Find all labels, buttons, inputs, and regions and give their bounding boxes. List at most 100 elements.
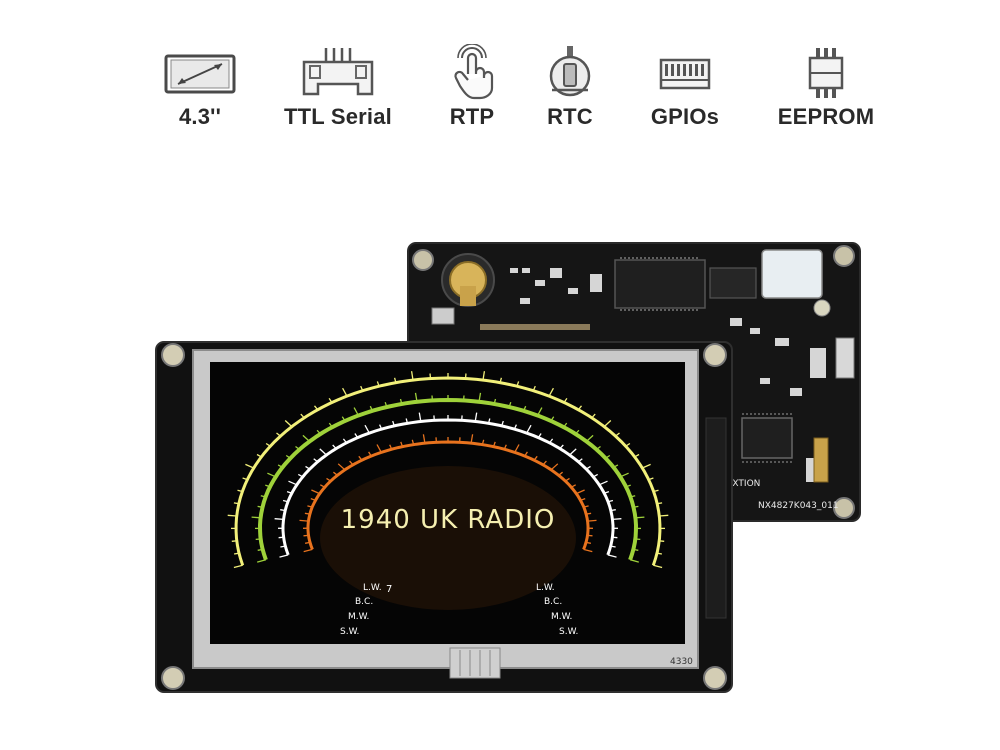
dial-tick	[233, 502, 239, 505]
dial-tick	[242, 477, 248, 481]
dial-tick	[393, 377, 397, 383]
band-labels: L.W. B.C. M.W. S.W. 7 L.W. B.C. M.W. S.W…	[340, 583, 578, 637]
dial-tick	[585, 541, 592, 544]
dial-tick	[575, 429, 580, 435]
dial-tick	[470, 434, 474, 444]
dial-tick	[580, 497, 586, 501]
screen-size-icon	[164, 54, 236, 94]
dial-tick	[478, 392, 482, 402]
dial-tick	[548, 387, 554, 397]
dial-tick	[607, 499, 614, 503]
feature-label-eeprom: EEPROM	[777, 104, 875, 129]
dial-tick	[577, 458, 583, 463]
dial-tick	[576, 489, 585, 495]
dial-tick	[537, 433, 542, 438]
dial-tick	[278, 536, 284, 539]
dial-tick	[245, 463, 254, 469]
dial-tick	[532, 385, 536, 391]
band-label-bc-right: B.C.	[544, 597, 562, 607]
dial-tick	[596, 445, 601, 451]
dial-tick	[612, 518, 622, 521]
dial-tick	[237, 489, 243, 493]
feature-label-ttl-serial: TTL Serial	[284, 104, 392, 129]
dial-tick	[499, 377, 503, 383]
dial-tick	[501, 420, 504, 427]
dial-tick	[257, 548, 263, 551]
dial-tick	[342, 387, 348, 397]
dial-tick	[659, 514, 669, 517]
serial-connector-icon	[302, 48, 374, 96]
ffc-connector	[835, 337, 855, 379]
dial-tick	[337, 463, 346, 471]
dial-tick	[414, 392, 418, 402]
dial-tick	[316, 429, 321, 435]
dial-tick	[610, 545, 616, 548]
dial-tick	[550, 463, 559, 471]
dial-tick	[260, 495, 266, 498]
dial-tick	[630, 495, 636, 498]
dial-tick	[310, 497, 316, 501]
band-label-lw-left: L.W.	[363, 583, 382, 593]
dial-tick	[354, 433, 359, 438]
main-chip	[614, 259, 706, 309]
dial-tick	[353, 407, 359, 416]
dial-tick	[233, 552, 240, 555]
feature-bar: 4.3'' TTL Serial RTP RTC	[0, 44, 1000, 144]
dial-tick	[332, 444, 337, 450]
dial-tick	[257, 505, 263, 508]
dial-tick	[648, 477, 654, 481]
dial-tick	[360, 385, 364, 391]
dial-tick	[481, 439, 485, 445]
feature-eeprom: EEPROM	[756, 44, 896, 130]
band-label-mw-left: M.W.	[348, 612, 369, 622]
dial-tick	[384, 401, 388, 408]
dial-tick	[267, 472, 276, 478]
dial-tick	[233, 564, 243, 569]
dial-tick	[605, 454, 611, 459]
dial-tick	[635, 516, 645, 519]
dial-tick	[279, 554, 289, 558]
gpio-pads	[813, 437, 829, 483]
dial-tick	[657, 502, 663, 505]
dial-tick	[300, 413, 305, 419]
dial-tick	[227, 514, 237, 517]
dial-tick	[642, 463, 651, 469]
dial-tick	[548, 438, 554, 444]
mount-hole	[161, 343, 185, 367]
dial-tick	[411, 439, 415, 445]
feature-rtc: RTC	[500, 44, 640, 130]
feature-label-screen-size: 4.3''	[178, 104, 222, 129]
dial-tick	[603, 420, 612, 428]
dial-tick	[558, 471, 563, 476]
dial-tick	[342, 438, 348, 444]
dial-tick	[299, 519, 309, 522]
dial-tick	[304, 512, 311, 515]
dial-tick	[492, 441, 496, 447]
dial-tick	[583, 505, 589, 508]
feature-ttl-serial: TTL Serial	[268, 44, 408, 130]
dial-tick	[418, 412, 422, 422]
model-text: NX4827K043_011	[758, 501, 839, 511]
dial-tick	[392, 420, 395, 427]
dial-tick	[615, 432, 620, 437]
dial-tick	[598, 480, 608, 486]
feature-label-rtp: RTP	[449, 104, 495, 129]
dial-tick	[587, 519, 597, 522]
dial-tick	[311, 489, 320, 495]
mcu-chip	[741, 417, 793, 459]
dial-tick	[653, 564, 663, 569]
band-label-sw-right: S.W.	[559, 627, 578, 637]
dial-tick	[265, 484, 271, 488]
dial-tick	[514, 444, 520, 453]
dial-tick	[328, 422, 333, 428]
brand-text: NEXTION	[720, 479, 760, 489]
band-label-lw-right: L.W.	[536, 583, 555, 593]
dial-tick	[583, 548, 593, 553]
dial-tick	[533, 455, 538, 461]
sd-slot	[761, 249, 823, 299]
dial-tick	[280, 509, 286, 512]
band-marker: 7	[386, 584, 392, 595]
dial-tick	[659, 540, 665, 542]
dial-tick	[319, 448, 327, 456]
dial-tick	[513, 424, 517, 430]
